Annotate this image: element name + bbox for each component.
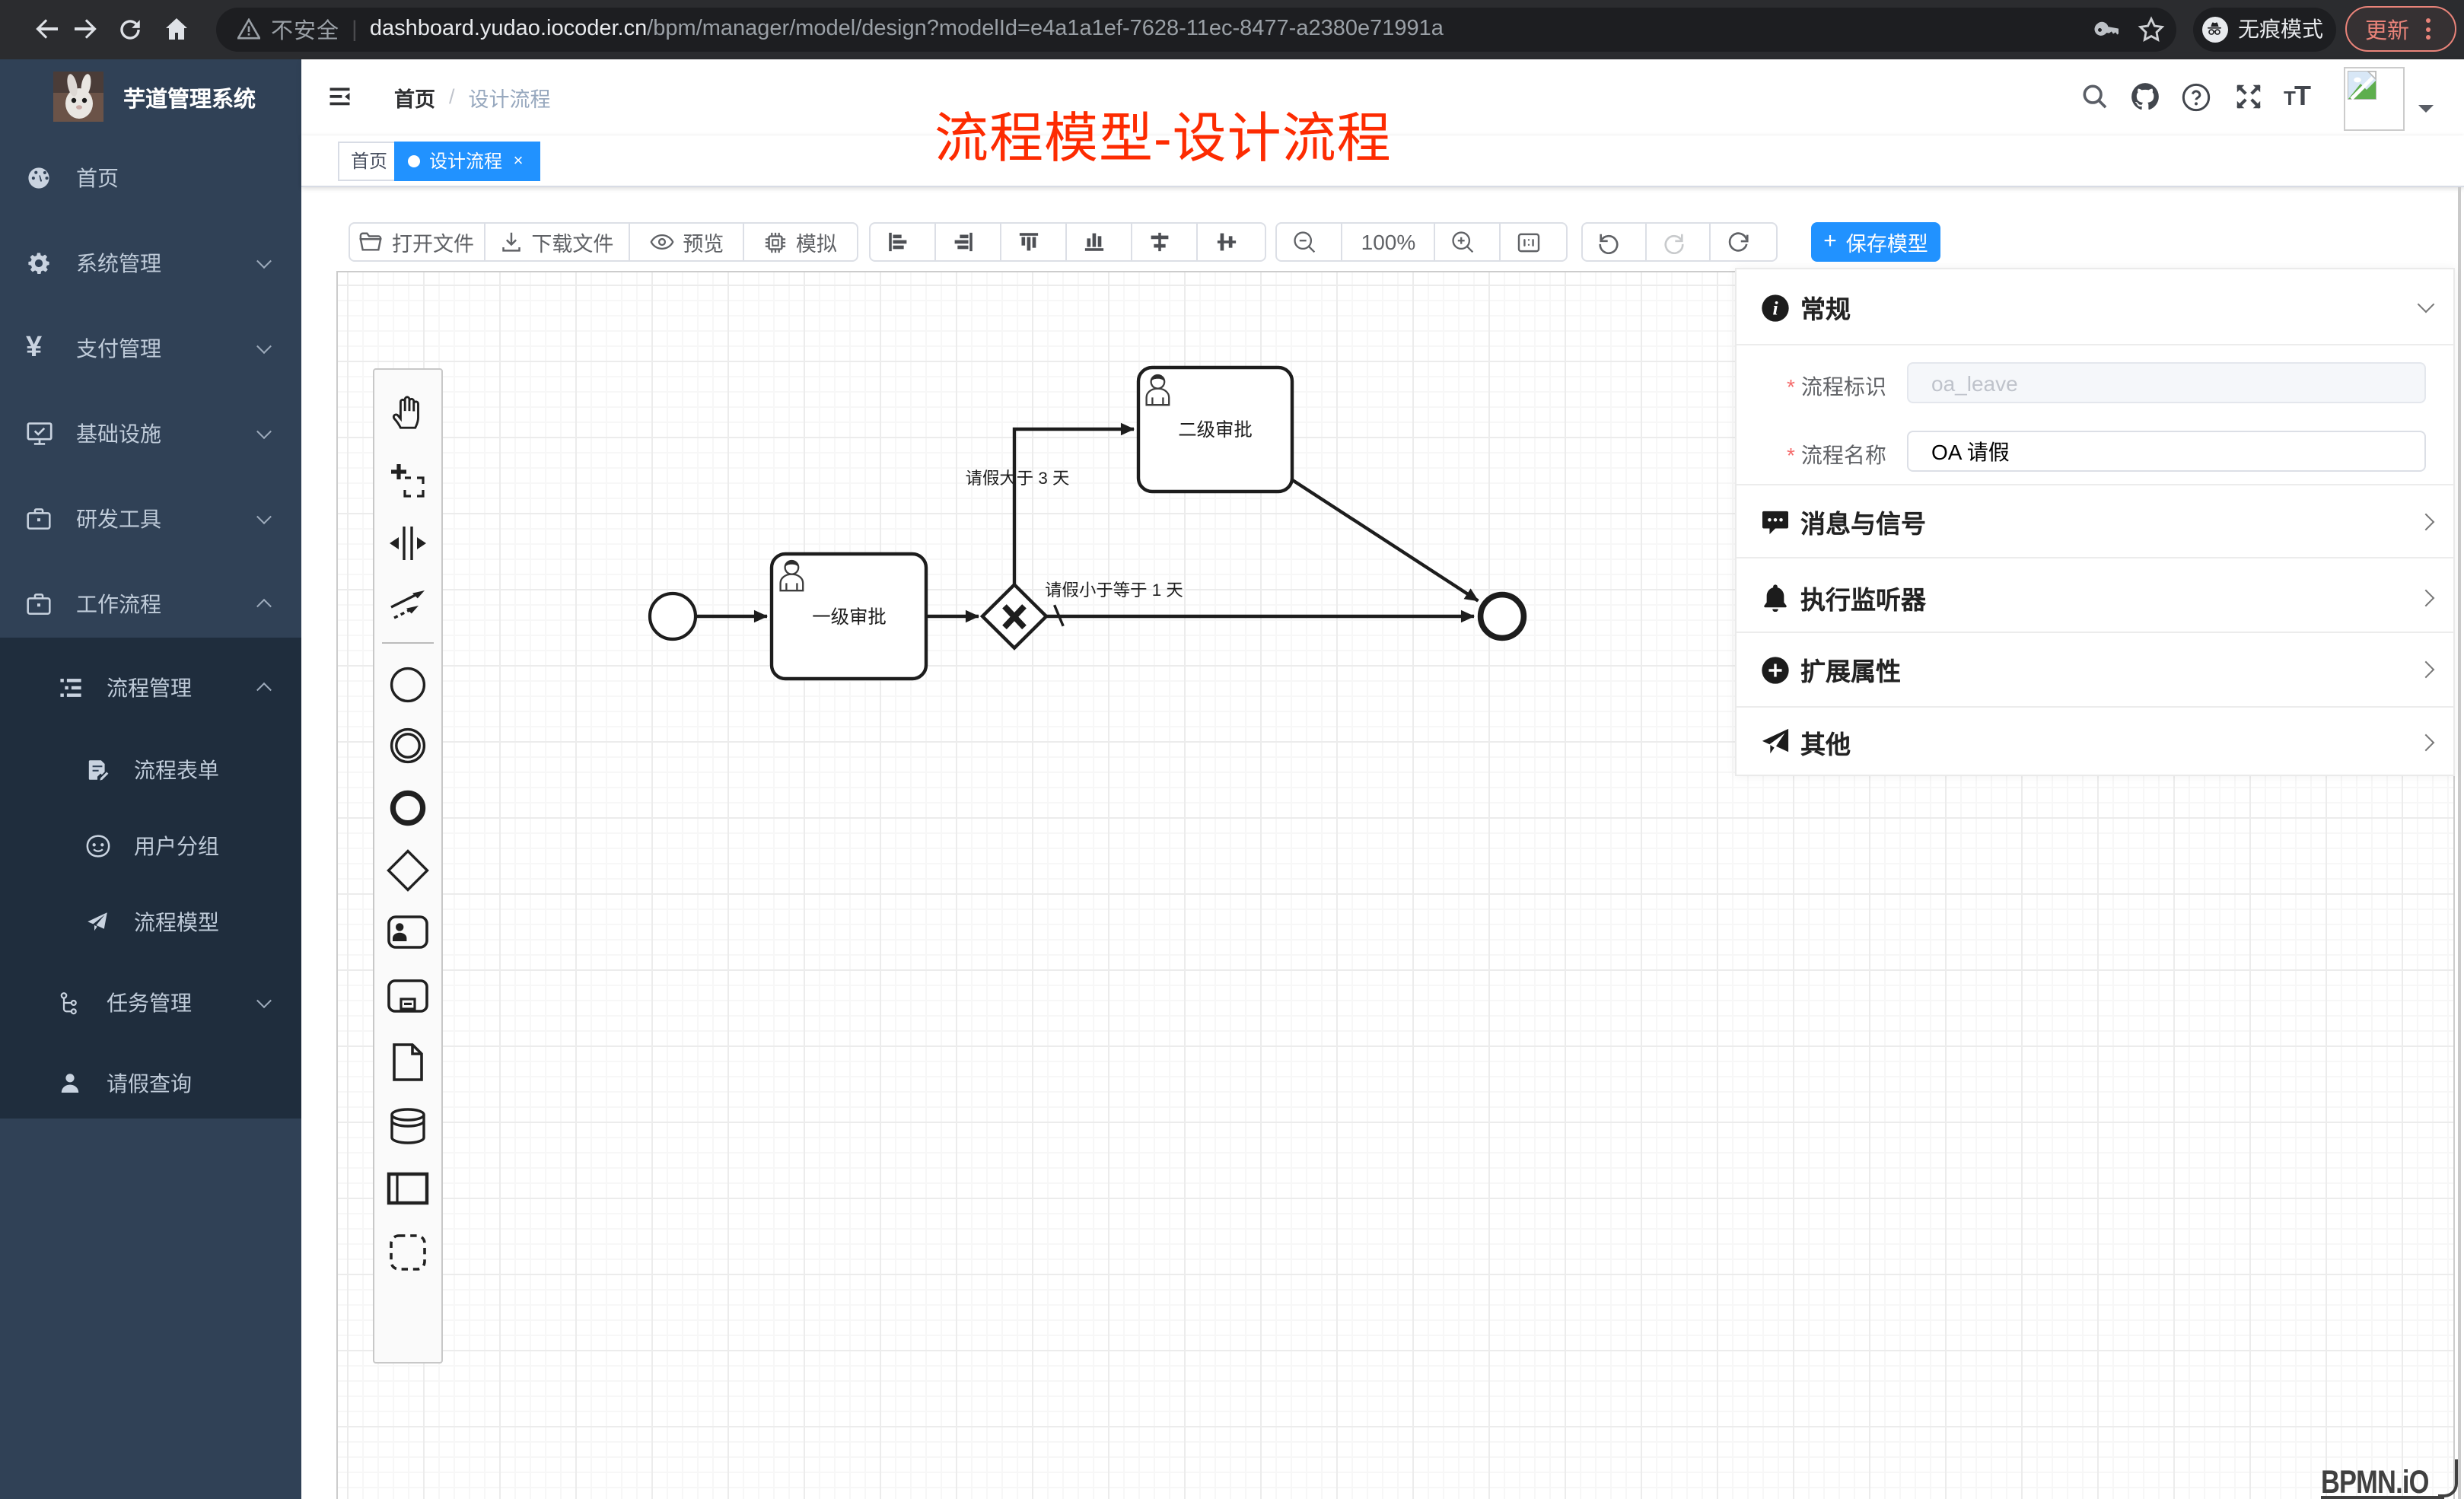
svg-text:i: i xyxy=(1772,297,1778,319)
